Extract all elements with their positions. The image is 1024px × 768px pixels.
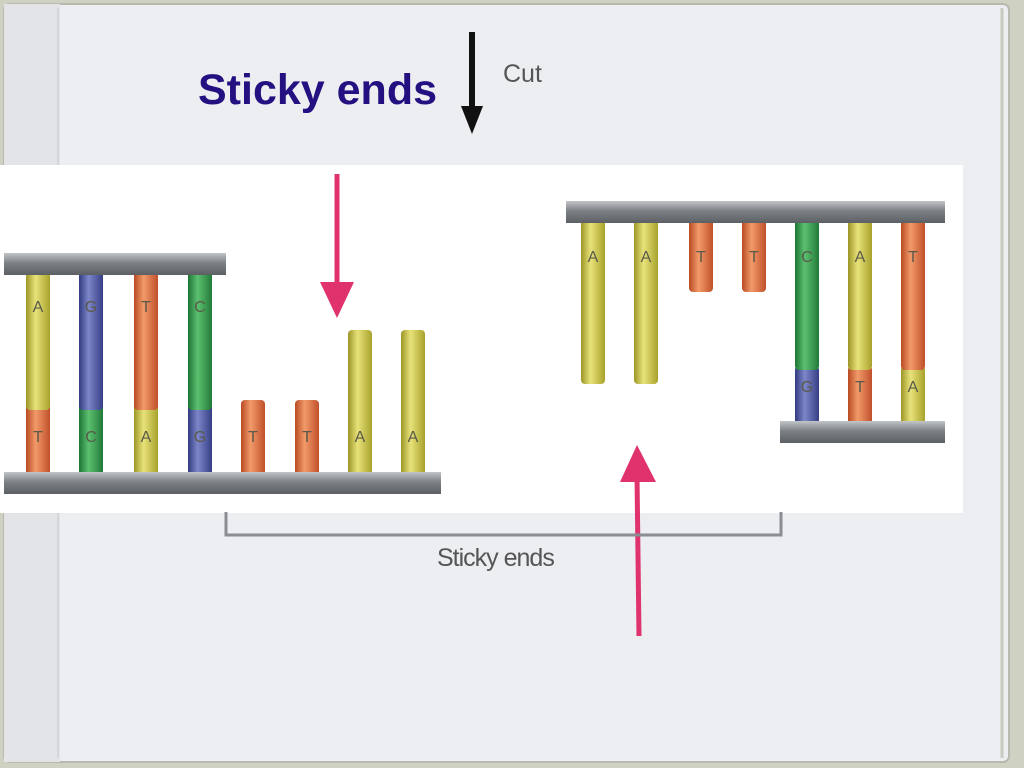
left-top-backbone xyxy=(4,253,226,275)
right-top-base-5-label: A xyxy=(855,249,866,266)
left-top-base-0-rod xyxy=(26,266,50,410)
right-bottom-base-0-rod xyxy=(795,366,819,430)
left-bottom-base-2-label: A xyxy=(141,429,152,446)
right-top-base-2-label: T xyxy=(696,249,706,266)
left-top-base-1-label: G xyxy=(85,299,97,316)
right-top-base-1-label: A xyxy=(641,249,652,266)
left-bottom-base-1-label: C xyxy=(85,429,97,446)
left-top-base-1-rod xyxy=(79,266,103,410)
left-bottom-backbone xyxy=(4,472,441,494)
left-bottom-base-3-rod xyxy=(188,402,212,482)
sticky-ends-label: Sticky ends xyxy=(437,544,555,572)
left-bottom-base-2-rod xyxy=(134,402,158,482)
right-bottom-base-1-label: T xyxy=(855,379,865,396)
sticky-ends-bracket xyxy=(224,512,783,537)
right-sticky-end-arrow xyxy=(620,445,656,637)
right-bottom-base-2-label: A xyxy=(908,379,919,396)
slide-title: Sticky ends xyxy=(198,66,437,114)
right-top-backbone xyxy=(566,201,945,223)
left-sticky-end-arrow xyxy=(320,174,354,318)
left-top-base-3-label: C xyxy=(194,299,206,316)
left-bottom-base-6-rod xyxy=(348,330,372,482)
right-top-base-6-rod xyxy=(901,212,925,370)
left-bottom-base-3-label: G xyxy=(194,429,206,446)
right-top-base-5-rod xyxy=(848,212,872,370)
left-top-base-3-rod xyxy=(188,266,212,410)
left-top-base-2-label: T xyxy=(141,299,151,316)
left-bottom-base-4-label: T xyxy=(248,429,258,446)
right-top-base-1-rod xyxy=(634,212,658,384)
right-top-base-0-rod xyxy=(581,212,605,384)
left-bottom-base-7-label: A xyxy=(408,429,419,446)
cut-label: Cut xyxy=(503,60,542,88)
right-top-base-3-label: T xyxy=(749,249,759,266)
left-bottom-base-6-label: A xyxy=(355,429,366,446)
left-bottom-base-4-rod xyxy=(241,400,265,482)
right-top-base-0-label: A xyxy=(588,249,599,266)
right-top-base-2-rod xyxy=(689,212,713,292)
right-top-base-6-label: T xyxy=(908,249,918,266)
right-bottom-base-2-rod xyxy=(901,366,925,430)
right-bottom-backbone xyxy=(780,421,945,443)
left-bottom-base-0-label: T xyxy=(33,429,43,446)
left-bottom-base-5-label: T xyxy=(302,429,312,446)
left-top-base-2-rod xyxy=(134,266,158,410)
cut-arrow xyxy=(461,32,483,134)
left-bottom-base-0-rod xyxy=(26,402,50,482)
left-bottom-base-1-rod xyxy=(79,402,103,482)
left-top-base-0-label: A xyxy=(33,299,44,316)
right-bottom-base-1-rod xyxy=(848,366,872,430)
right-top-base-3-rod xyxy=(742,212,766,292)
right-bottom-base-0-label: G xyxy=(801,379,813,396)
left-bottom-base-5-rod xyxy=(295,400,319,482)
right-top-base-4-rod xyxy=(795,212,819,370)
left-bottom-base-7-rod xyxy=(401,330,425,482)
right-top-base-4-label: C xyxy=(801,249,813,266)
